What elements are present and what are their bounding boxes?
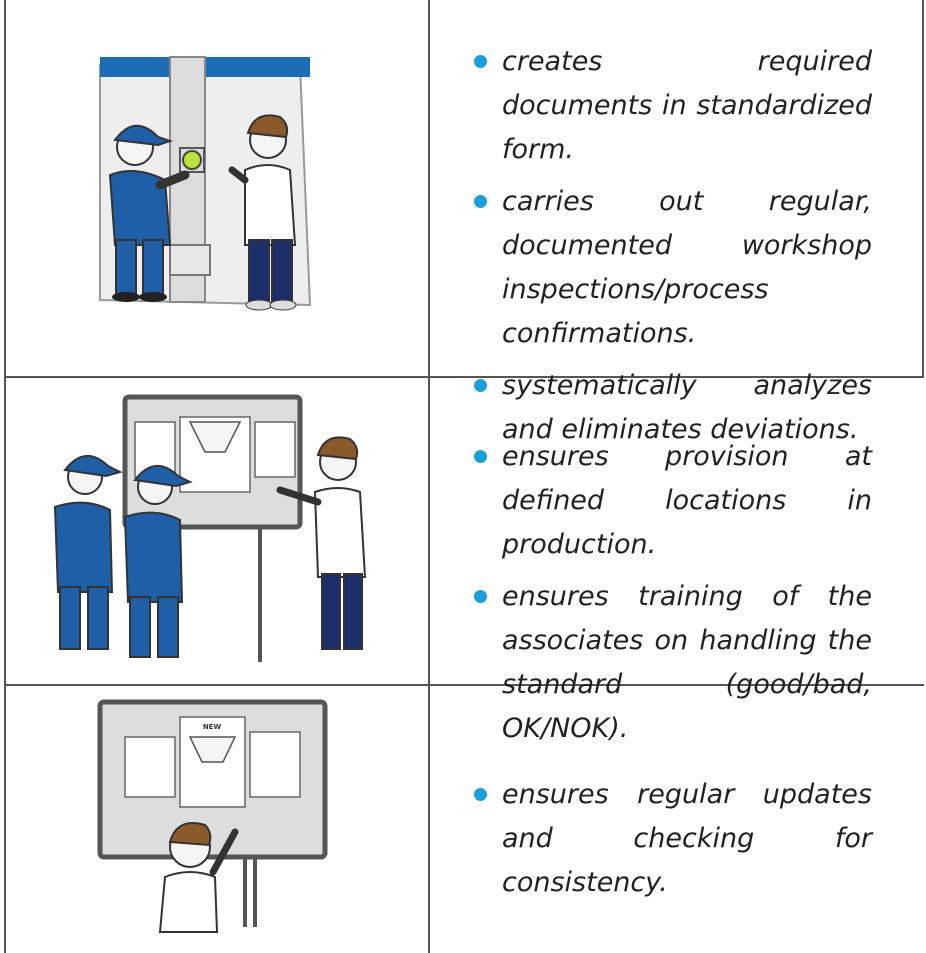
bullet-icon <box>474 55 487 68</box>
board-update-illustration: NEW <box>97 699 328 933</box>
bullet-icon <box>474 788 487 801</box>
board-new-label: NEW <box>203 723 222 731</box>
machine-inspection-illustration <box>99 56 312 311</box>
bullet-list: creates required documents in standardiz… <box>472 40 872 460</box>
list-item: systematically analyzes and eliminates d… <box>472 364 872 452</box>
table-row: NEW ensures regular updates and checking… <box>0 685 926 953</box>
bullet-icon <box>474 450 487 463</box>
table-row: creates required documents in standardiz… <box>0 0 926 445</box>
list-item: carries out regular, document­ed worksho… <box>472 180 872 356</box>
table-row: ensures provision at defined locations i… <box>0 377 926 744</box>
row-divider-2 <box>4 684 924 686</box>
bullet-icon <box>474 195 487 208</box>
bullet-icon <box>474 590 487 603</box>
column-divider <box>428 0 430 953</box>
row-divider-1 <box>4 376 924 378</box>
right-border <box>922 0 924 377</box>
bullet-list: ensures regular updates and checking for… <box>472 773 872 913</box>
list-item: ensures provision at defined locations i… <box>472 435 872 567</box>
training-board-illustration <box>53 394 367 662</box>
left-border <box>4 0 6 953</box>
list-item: ensures regular updates and checking for… <box>472 773 872 905</box>
bullet-list: ensures provision at defined locations i… <box>472 435 872 759</box>
list-item: ensures training of the associ­ates on h… <box>472 575 872 751</box>
bullet-icon <box>474 379 487 392</box>
list-item: creates required documents in standardiz… <box>472 40 872 172</box>
